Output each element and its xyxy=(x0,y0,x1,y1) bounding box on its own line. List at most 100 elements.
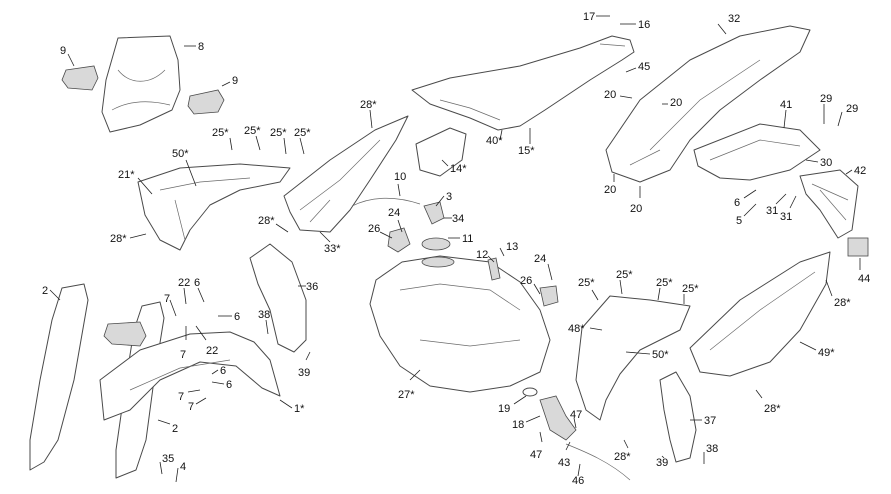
svg-text:50*: 50* xyxy=(172,148,189,160)
svg-text:5: 5 xyxy=(736,215,742,227)
fuel-cap xyxy=(421,237,451,251)
callout-3: 3 xyxy=(435,191,452,207)
callout-11: 11 xyxy=(448,233,473,245)
svg-text:29: 29 xyxy=(820,93,832,105)
svg-text:31: 31 xyxy=(780,211,792,223)
svg-text:31: 31 xyxy=(766,205,778,217)
svg-text:9: 9 xyxy=(232,75,238,87)
fuel-tank xyxy=(369,255,551,393)
parts-drawing xyxy=(29,25,869,481)
tail-light-bracket xyxy=(693,123,821,181)
callout-28e: 28* xyxy=(755,389,781,415)
svg-text:22: 22 xyxy=(178,277,190,289)
callout-20d: 20 xyxy=(630,186,642,215)
svg-text:12: 12 xyxy=(476,249,488,261)
svg-text:42: 42 xyxy=(854,165,866,177)
svg-text:7: 7 xyxy=(180,349,186,361)
svg-text:9: 9 xyxy=(60,45,66,57)
headlight-clamp-right xyxy=(187,89,225,115)
svg-text:47: 47 xyxy=(570,409,582,421)
callout-32: 32 xyxy=(717,13,740,35)
svg-text:37: 37 xyxy=(704,415,716,427)
svg-text:2: 2 xyxy=(42,285,48,297)
fuel-tap-fitting xyxy=(423,201,445,225)
callout-25c: 25* xyxy=(270,127,287,155)
callout-35: 35 xyxy=(159,453,174,475)
svg-text:25*: 25* xyxy=(578,277,595,289)
callout-33: 33* xyxy=(319,231,341,255)
callout-13: 13 xyxy=(499,241,518,257)
svg-text:4: 4 xyxy=(180,461,186,473)
svg-text:28*: 28* xyxy=(258,215,275,227)
side-cover-bracket-rear xyxy=(659,371,697,463)
svg-text:25*: 25* xyxy=(682,283,699,295)
callout-47b: 47 xyxy=(530,431,543,461)
callout-6d: 6 xyxy=(211,365,226,377)
callout-42: 42 xyxy=(845,165,866,177)
callout-29a: 29 xyxy=(820,93,832,124)
svg-text:22: 22 xyxy=(206,345,218,357)
callout-22b: 22 xyxy=(195,325,218,357)
callout-50b: 50* xyxy=(625,349,669,361)
side-panel-rear xyxy=(689,251,831,377)
svg-text:39: 39 xyxy=(656,457,668,469)
callout-7d: 7 xyxy=(188,397,207,413)
svg-text:27*: 27* xyxy=(398,389,415,401)
svg-text:13: 13 xyxy=(506,241,518,253)
callout-39b: 39 xyxy=(656,455,668,469)
callout-6a: 6 xyxy=(734,189,757,209)
svg-text:28*: 28* xyxy=(834,297,851,309)
svg-text:6: 6 xyxy=(234,311,240,323)
svg-text:24: 24 xyxy=(388,207,400,219)
callout-29b: 29 xyxy=(837,103,858,127)
callout-25h: 25* xyxy=(682,283,699,304)
svg-text:25*: 25* xyxy=(270,127,287,139)
callout-labels: 17 16 32 9 8 9 45 20 20 28* 40* 15* 25* … xyxy=(42,11,870,487)
callout-31b: 31 xyxy=(780,195,797,223)
callout-44: 44 xyxy=(858,258,870,285)
callout-7a: 7 xyxy=(164,293,177,317)
svg-text:7: 7 xyxy=(188,401,194,413)
callout-9b: 9 xyxy=(221,75,238,87)
callout-43: 43 xyxy=(558,441,571,469)
front-fender xyxy=(99,331,281,421)
callout-48: 48* xyxy=(568,323,603,335)
callout-24b: 24 xyxy=(534,253,553,281)
reflector xyxy=(847,237,869,257)
svg-text:33*: 33* xyxy=(324,243,341,255)
svg-text:16: 16 xyxy=(638,19,650,31)
callout-8: 8 xyxy=(184,41,204,53)
fuel-hose xyxy=(351,197,421,207)
fuel-line xyxy=(565,443,631,481)
tank-bushing xyxy=(387,227,411,253)
callout-50a: 50* xyxy=(172,148,197,187)
callout-20a: 20 xyxy=(604,89,633,101)
callout-21: 21* xyxy=(118,169,153,195)
svg-text:36: 36 xyxy=(306,281,318,293)
callout-18: 18 xyxy=(512,415,541,431)
callout-41: 41 xyxy=(780,99,792,129)
callout-19: 19 xyxy=(498,395,527,415)
svg-text:25*: 25* xyxy=(244,125,261,137)
svg-text:8: 8 xyxy=(198,41,204,53)
callout-28d: 28* xyxy=(825,279,851,309)
callout-4: 4 xyxy=(175,461,186,483)
callout-9a: 9 xyxy=(60,45,75,67)
callout-28c: 28* xyxy=(110,233,147,245)
svg-text:25*: 25* xyxy=(212,127,229,139)
svg-text:28*: 28* xyxy=(614,451,631,463)
callout-5: 5 xyxy=(736,203,757,227)
svg-text:28*: 28* xyxy=(360,99,377,111)
side-cover-bracket-front xyxy=(249,243,307,353)
svg-text:20: 20 xyxy=(604,89,616,101)
callout-28f: 28* xyxy=(614,439,631,463)
callout-25a: 25* xyxy=(212,127,233,151)
callout-27: 27* xyxy=(398,369,421,401)
svg-text:20: 20 xyxy=(670,97,682,109)
callout-12: 12 xyxy=(476,249,495,263)
svg-text:29: 29 xyxy=(846,103,858,115)
seat xyxy=(411,35,635,131)
svg-text:14*: 14* xyxy=(450,163,467,175)
plate-holder xyxy=(799,169,859,239)
headlight-clamp-left xyxy=(61,65,99,91)
